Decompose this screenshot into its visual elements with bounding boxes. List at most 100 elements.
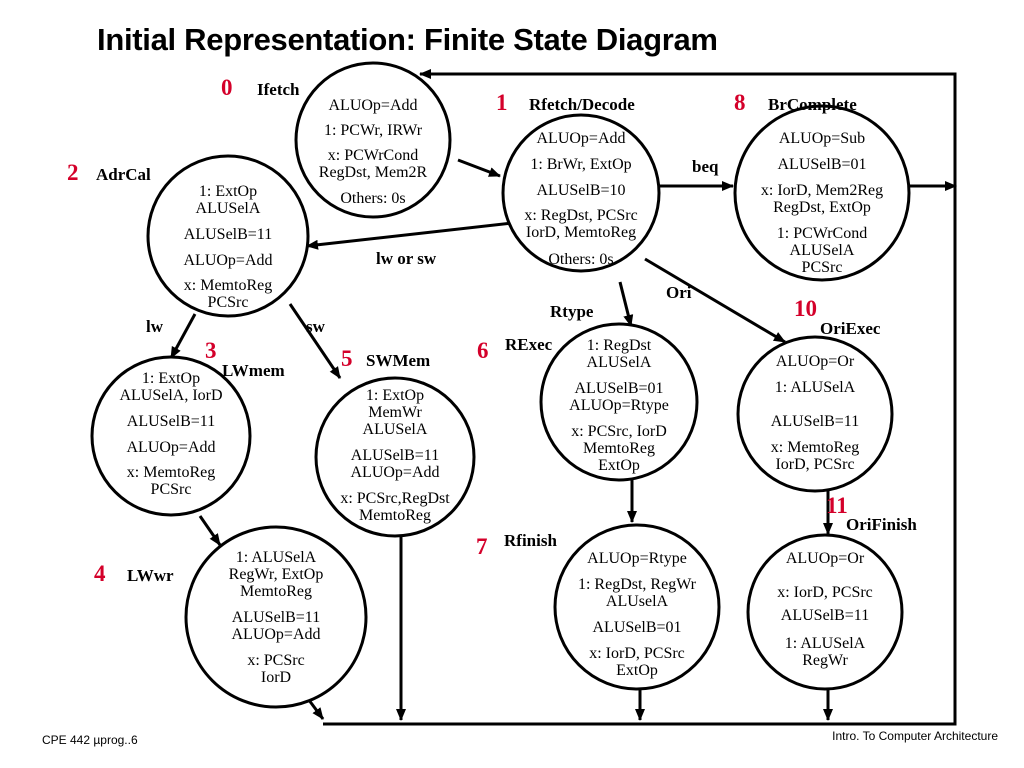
footer-subject: Intro. To Computer Architecture <box>832 729 998 743</box>
edge-label-lw: lw <box>146 317 164 336</box>
state-action-line: ALUSelB=11 <box>232 609 320 626</box>
state-number: 7 <box>476 534 488 559</box>
state-action-line: RegDst, ExtOp <box>773 199 871 216</box>
edge-label-lw-or-sw: lw or sw <box>376 249 437 268</box>
state-name: OriFinish <box>846 515 917 534</box>
state-action-line: ALUOp=Or <box>786 550 865 567</box>
state-action-line: IorD, PCSrc <box>775 456 854 473</box>
edge-decode-to-rexec <box>618 281 634 327</box>
state-6: 1: RegDstALUSelAALUSelB=01ALUOp=Rtypex: … <box>477 322 699 482</box>
state-action-line: x: MemtoReg <box>184 277 272 294</box>
state-action-line: x: IorD, PCSrc <box>777 584 873 601</box>
state-number: 8 <box>734 90 746 115</box>
state-action-line: ALUSelB=01 <box>592 619 681 636</box>
state-circle <box>184 525 368 709</box>
state-action-line: x: PCSrc <box>247 652 304 669</box>
state-name: AdrCal <box>96 165 151 184</box>
state-action-line: RegWr <box>802 652 848 669</box>
state-action-line: Others: 0s <box>340 190 405 207</box>
state-circle <box>553 523 721 691</box>
state-number: 6 <box>477 338 489 363</box>
state-name: LWmem <box>222 361 285 380</box>
state-action-line: x: MemtoReg <box>127 464 215 481</box>
state-action-line: MemtoReg <box>583 440 655 457</box>
state-name: SWMem <box>366 351 430 370</box>
state-circle <box>733 104 911 282</box>
state-action-line: ALUSelA, IorD <box>119 387 222 404</box>
footer-course: CPE 442 µprog..6 <box>42 733 138 747</box>
state-name: BrComplete <box>768 95 857 114</box>
state-action-line: ALUselA <box>606 593 669 610</box>
state-action-line: x: MemtoReg <box>771 439 859 456</box>
state-circle <box>294 61 452 219</box>
state-number: 0 <box>221 75 233 100</box>
state-circle <box>539 322 699 482</box>
state-action-line: ALUOp=Rtype <box>587 550 687 567</box>
state-number: 2 <box>67 160 79 185</box>
edge-lwmem-to-lwwr <box>198 515 222 546</box>
state-action-line: x: PCWrCond <box>328 147 418 164</box>
state-action-line: 1: ALUSelA <box>236 549 317 566</box>
state-action-line: 1: ExtOp <box>199 183 257 200</box>
state-action-line: IorD <box>261 669 291 686</box>
state-number: 11 <box>826 493 848 518</box>
state-action-line: ALUSelB=01 <box>574 380 663 397</box>
state-action-line: ALUSelB=11 <box>771 413 859 430</box>
state-name: RExec <box>505 335 553 354</box>
state-name: OriExec <box>820 319 881 338</box>
state-circle <box>314 376 476 538</box>
edge-decode-to-adrcal <box>306 221 513 250</box>
state-action-line: ALUSelA <box>196 200 261 217</box>
state-action-line: x: IorD, Mem2Reg <box>761 182 883 199</box>
state-action-line: 1: PCWrCond <box>777 225 867 242</box>
state-action-line: ALUSelB=01 <box>777 156 866 173</box>
state-action-line: RegWr, ExtOp <box>229 566 324 583</box>
state-action-line: Others: 0s <box>548 251 613 268</box>
state-action-line: PCSrc <box>802 259 843 276</box>
transitions <box>169 69 957 726</box>
edge-label-beq: beq <box>692 157 719 176</box>
state-number: 4 <box>94 561 106 586</box>
state-action-line: 1: ALUSelA <box>785 635 866 652</box>
state-action-line: MemtoReg <box>359 507 431 524</box>
state-action-line: PCSrc <box>208 294 249 311</box>
state-action-line: 1: PCWr, IRWr <box>324 122 423 139</box>
state-action-line: MemtoReg <box>240 583 312 600</box>
edge-decode-to-oriexec <box>644 257 786 344</box>
page-title: Initial Representation: Finite State Dia… <box>97 22 718 57</box>
state-action-line: ALUSelB=11 <box>781 607 869 624</box>
state-action-line: ALUOp=Add <box>231 626 320 643</box>
state-circle <box>90 355 252 517</box>
state-action-line: ALUOp=Add <box>328 97 417 114</box>
state-action-line: 1: RegDst <box>587 337 652 354</box>
state-action-line: ExtOp <box>616 662 658 679</box>
state-action-line: IorD, MemtoReg <box>526 224 636 241</box>
state-number: 1 <box>496 90 508 115</box>
state-circle <box>501 113 661 273</box>
state-action-line: 1: ALUSelA <box>775 379 856 396</box>
state-action-line: ALUOp=Add <box>350 464 439 481</box>
state-action-line: ALUOp=Rtype <box>569 397 669 414</box>
state-action-line: ALUSelB=11 <box>184 226 272 243</box>
state-action-line: ALUOp=Sub <box>779 130 865 147</box>
edge-label-ori: Ori <box>666 283 692 302</box>
state-action-line: RegDst, Mem2R <box>319 164 428 181</box>
state-action-line: MemWr <box>368 404 422 421</box>
state-0: ALUOp=Add 1: PCWr, IRWr x: PCWrCondRegDst,… <box>221 61 452 219</box>
state-action-line: 1: ExtOp <box>366 387 424 404</box>
state-action-line: ALUSelB=11 <box>351 447 439 464</box>
edge-adrcal-to-lwmem <box>169 313 197 359</box>
edge-label-rtype: Rtype <box>550 302 594 321</box>
state-action-line: 1: ExtOp <box>142 370 200 387</box>
state-action-line: ALUOp=Add <box>536 130 625 147</box>
state-circle <box>736 335 894 493</box>
edge-adrcal-to-swmem <box>288 303 342 379</box>
state-action-line: ALUSelA <box>363 421 428 438</box>
state-action-line: 1: BrWr, ExtOp <box>530 156 631 173</box>
state-action-line: 1: RegDst, RegWr <box>578 576 697 593</box>
